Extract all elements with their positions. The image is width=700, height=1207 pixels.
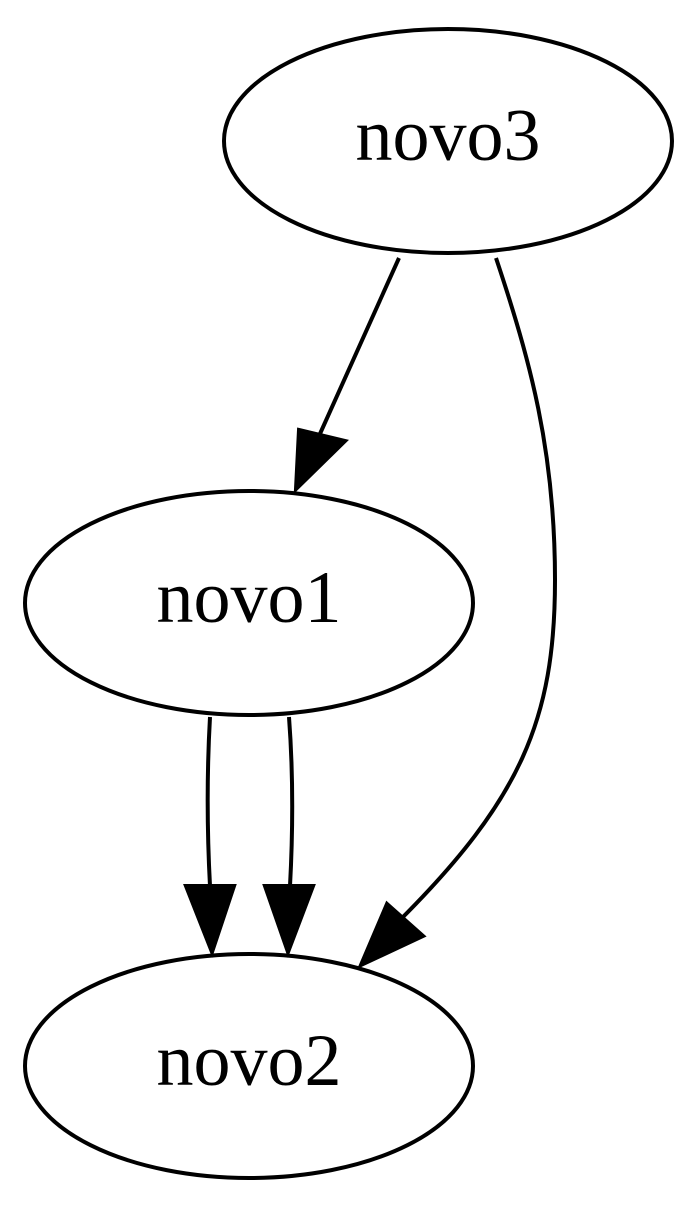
edge-novo3-novo2 (357, 257, 558, 970)
edge-novo1-novo2-b-arrowhead (262, 884, 316, 958)
node-novo3-shape (222, 27, 674, 255)
node-novo2-shape (23, 952, 475, 1180)
edge-novo3-novo1-line (317, 257, 401, 437)
node-novo2: novo2 (23, 952, 475, 1180)
edge-novo3-novo2-arrowhead (357, 900, 427, 970)
node-novo3-label: novo3 (356, 95, 541, 177)
edge-novo1-novo2-a-line (205, 716, 212, 887)
edge-novo3-novo1 (293, 257, 401, 495)
node-novo2-label: novo2 (157, 1020, 342, 1102)
node-novo1: novo1 (23, 489, 475, 717)
edge-novo1-novo2-b-line (287, 716, 295, 887)
edge-novo3-novo2-line (398, 257, 558, 922)
node-novo3: novo3 (222, 27, 674, 255)
edge-novo1-novo2-b (262, 716, 316, 958)
node-novo1-label: novo1 (157, 557, 342, 639)
node-novo1-shape (23, 489, 475, 717)
edge-novo3-novo1-arrowhead (293, 427, 349, 495)
edge-novo1-novo2-a-arrowhead (183, 884, 237, 958)
edge-novo1-novo2-a (183, 716, 237, 958)
